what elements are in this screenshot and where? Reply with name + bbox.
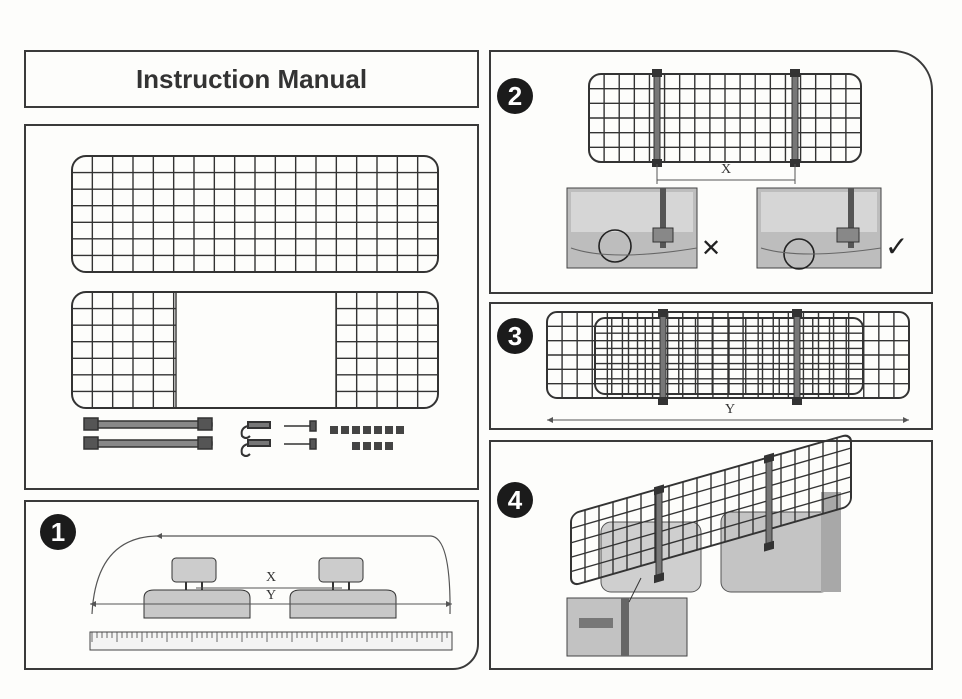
grid-panel-front	[594, 309, 864, 405]
step-4-panel: 4	[489, 434, 933, 670]
step-3-panel: 3 Y	[489, 302, 933, 430]
hooks	[240, 421, 271, 457]
step-3-illustration	[546, 309, 910, 423]
grid-panel-installed	[570, 434, 852, 586]
check-icon: ✓	[885, 231, 909, 262]
step-4-badge: 4	[497, 482, 533, 518]
measuring-tape	[89, 631, 453, 651]
grid-panel-full	[71, 155, 439, 273]
seat-backs	[600, 492, 841, 593]
parts-illustration	[71, 155, 439, 457]
step-2-label-x: X	[721, 162, 732, 177]
step-1-label-y: Y	[266, 588, 277, 603]
grid-panel-back	[546, 311, 910, 399]
photo-wrong-mount	[566, 187, 698, 269]
photo-correct-mount	[756, 187, 882, 270]
grid-panel-step-2	[588, 69, 862, 167]
step-2-panel: 2 X ✕ ✓	[489, 50, 933, 294]
parts-panel	[24, 124, 479, 490]
step-3-label-y: Y	[725, 402, 736, 417]
clips	[330, 426, 404, 450]
grid-panel-extension	[71, 291, 439, 409]
mounting-bars	[83, 417, 213, 450]
step-1-badge: 1	[40, 514, 76, 550]
step-1-illustration	[89, 533, 453, 651]
manual-title: Instruction Manual	[135, 63, 368, 94]
detail-photo	[566, 577, 688, 657]
step-1-panel: 1 X Y	[24, 500, 479, 670]
step-2-illustration	[566, 69, 882, 270]
step-3-badge: 3	[497, 318, 533, 354]
screws	[284, 420, 317, 450]
step-4-illustration	[566, 434, 852, 657]
step-2-badge: 2	[497, 78, 533, 114]
cross-icon: ✕	[701, 235, 722, 262]
step-1-label-x: X	[266, 570, 277, 585]
title-panel: Instruction Manual	[24, 50, 479, 108]
